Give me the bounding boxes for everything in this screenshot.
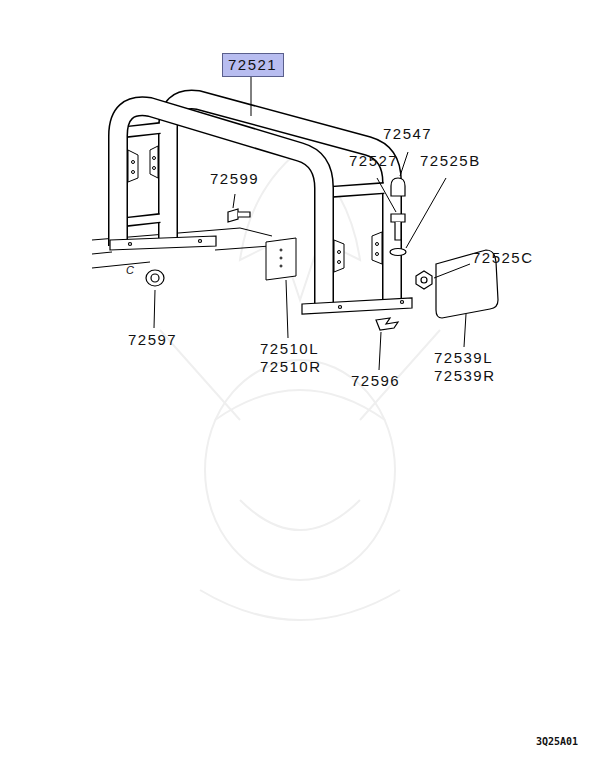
gusset-plate (128, 146, 382, 272)
watermark (160, 150, 440, 620)
base-plate (110, 236, 412, 314)
callout-number: 72539L (434, 349, 493, 367)
callout-number: C (126, 261, 134, 279)
part-number: 72521 (228, 56, 277, 74)
fastener (146, 178, 432, 330)
pad-plate (266, 238, 296, 280)
callout-number: 72597 (128, 331, 177, 349)
part-number-box: 72521 (222, 53, 284, 77)
callout-number: 72510R (260, 358, 322, 376)
callout-number: 72539R (434, 367, 496, 385)
callout-number: 72525C (472, 249, 534, 267)
callout-number: 72596 (351, 372, 400, 390)
callout-number: 72525B (420, 152, 481, 170)
leader-line (154, 77, 470, 370)
callout-number: 72547 (383, 125, 432, 143)
front-hoop (118, 106, 324, 312)
figure-code: 3Q25A01 (536, 733, 578, 751)
callout-number: 72599 (210, 170, 259, 188)
callout-number: 72527 (349, 152, 398, 170)
callout-number: 72510L (260, 340, 319, 358)
